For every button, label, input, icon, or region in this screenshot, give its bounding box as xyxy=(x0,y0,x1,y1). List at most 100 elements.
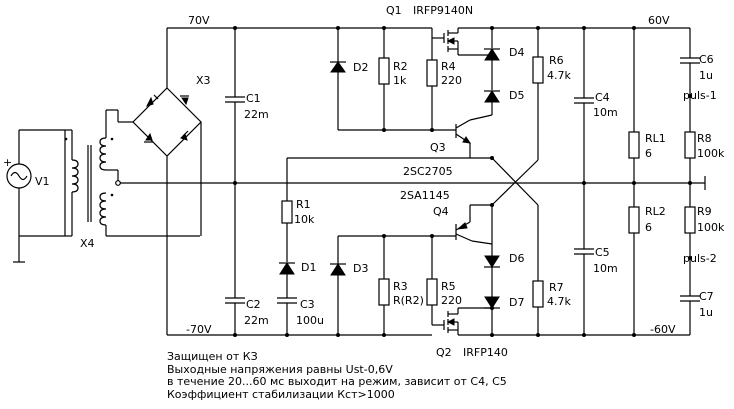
negative-input-rail xyxy=(166,190,432,336)
rail-neg70v-label: -70V xyxy=(186,323,212,336)
transistor-q3: Q3 2SC2705 xyxy=(403,114,494,178)
capacitor-c7: C7 1u xyxy=(680,258,714,335)
note-line: в течение 20...60 мс выходит на режим, з… xyxy=(167,375,507,388)
diode-d5: D5 xyxy=(484,89,524,115)
r1-value: 10k xyxy=(294,213,315,226)
resistor-r7: R7 4.7k xyxy=(532,205,571,337)
resistor-r2: R2 1k xyxy=(378,26,408,132)
v1-label: V1 xyxy=(35,175,50,188)
d6-label: D6 xyxy=(509,252,524,265)
diode-d7: D7 xyxy=(484,296,524,337)
capacitor-c1: C1 22m xyxy=(225,26,269,185)
q4-type: 2SA1145 xyxy=(400,189,450,202)
c2-label: C2 xyxy=(246,298,261,311)
zener-d1: D1 xyxy=(279,261,316,298)
capacitor-c2: C2 22m xyxy=(225,183,269,337)
circuit-notes: Защищен от КЗ Выходные напряжения равны … xyxy=(167,350,587,401)
rl2-label: RL2 xyxy=(645,205,666,218)
capacitor-c4: C4 10m xyxy=(574,26,618,185)
c7-label: C7 xyxy=(699,290,714,303)
r2-label: R2 xyxy=(393,60,408,73)
r2-value: 1k xyxy=(393,74,407,87)
note-line: Выходные напряжения равны Ust-0,6V xyxy=(167,362,393,376)
resistor-r4: R4 220 xyxy=(426,38,462,132)
rl1-label: RL1 xyxy=(645,132,666,145)
capacitor-c3: C3 100u xyxy=(277,297,324,337)
c3-label: C3 xyxy=(300,298,315,311)
rail-neg60v-label: -60V xyxy=(650,323,676,336)
c1-label: C1 xyxy=(246,92,261,105)
c1-value: 22m xyxy=(244,108,269,121)
c5-label: C5 xyxy=(595,246,610,259)
puls-1-label: puls-1 xyxy=(683,89,717,102)
r8-value: 100k xyxy=(697,147,725,160)
d1-label: D1 xyxy=(301,261,316,274)
r4-value: 220 xyxy=(441,74,462,87)
d5-label: D5 xyxy=(509,89,524,102)
rl1-value: 6 xyxy=(645,147,652,160)
q1-label: Q1 xyxy=(386,4,402,17)
r5-value: 220 xyxy=(441,294,462,307)
bridge-rectifier-x3: X3 xyxy=(117,74,211,236)
resistor-r8: R8 100k xyxy=(684,96,725,185)
c5-value: 10m xyxy=(593,262,618,275)
d2-label: D2 xyxy=(353,61,368,74)
note-line: Коэффициент стабилизации Кст>1000 xyxy=(167,387,395,401)
c4-value: 10m xyxy=(593,106,618,119)
mosfet-q1: Q1 IRFP9140N xyxy=(386,4,492,56)
r7-value: 4.7k xyxy=(547,295,571,308)
capacitor-c5: C5 10m xyxy=(574,183,618,337)
r4-label: R4 xyxy=(441,60,456,73)
q4-label: Q4 xyxy=(433,205,449,218)
c2-value: 22m xyxy=(244,314,269,327)
c3-value: 100u xyxy=(296,314,324,327)
rail-60v-label: 60V xyxy=(648,14,670,27)
transformer-x4: X4 xyxy=(64,109,200,250)
c6-label: C6 xyxy=(699,53,714,66)
r7-label: R7 xyxy=(549,281,564,294)
r6-label: R6 xyxy=(549,54,564,67)
r3-label: R3 xyxy=(393,280,408,293)
resistor-r6: R6 4.7k xyxy=(532,26,571,160)
load-resistor-rl2: RL2 6 xyxy=(628,183,666,337)
puls-2-label: puls-2 xyxy=(683,252,717,265)
note-line: Защищен от КЗ xyxy=(167,350,258,363)
positive-input-rail xyxy=(166,27,432,88)
c7-value: 1u xyxy=(699,306,713,319)
resistor-r5: R5 220 xyxy=(426,234,462,325)
r1-label: R1 xyxy=(296,198,311,211)
ac-source-v1: + V1 xyxy=(3,129,65,263)
d7-label: D7 xyxy=(509,296,524,309)
d3-label: D3 xyxy=(353,262,368,275)
rl2-value: 6 xyxy=(645,221,652,234)
r9-value: 100k xyxy=(697,221,725,234)
rail-70v-label: 70V xyxy=(188,14,210,27)
capacitor-c6: C6 1u puls-1 xyxy=(680,28,717,102)
zener-d2: D2 xyxy=(330,26,368,130)
diode-d4: D4 xyxy=(484,26,524,90)
mosfet-q2: Q2 IRFP140 xyxy=(432,307,508,359)
c4-label: C4 xyxy=(595,91,610,104)
q3-label: Q3 xyxy=(430,141,446,154)
diode-d6: D6 xyxy=(484,205,524,297)
c6-value: 1u xyxy=(699,69,713,82)
cross-connection xyxy=(491,157,539,206)
r3-value: R(R2) xyxy=(393,294,424,307)
r6-value: 4.7k xyxy=(547,69,571,82)
transistor-q4: 2SA1145 Q4 xyxy=(400,189,494,245)
q2-type: IRFP140 xyxy=(463,346,508,359)
q3-type: 2SC2705 xyxy=(403,165,453,178)
resistor-r9: R9 100k puls-2 xyxy=(683,183,725,265)
r8-label: R8 xyxy=(697,132,712,145)
r9-label: R9 xyxy=(697,205,712,218)
zener-d3: D3 xyxy=(330,236,368,337)
x4-label: X4 xyxy=(80,237,95,250)
resistor-r3: R3 R(R2) xyxy=(378,234,424,337)
resistor-r1: R1 10k xyxy=(281,157,470,262)
x3-label: X3 xyxy=(196,74,211,87)
d4-label: D4 xyxy=(509,46,524,59)
r5-label: R5 xyxy=(441,280,456,293)
load-resistor-rl1: RL1 6 xyxy=(628,26,666,185)
svg-text:+: + xyxy=(3,156,12,169)
